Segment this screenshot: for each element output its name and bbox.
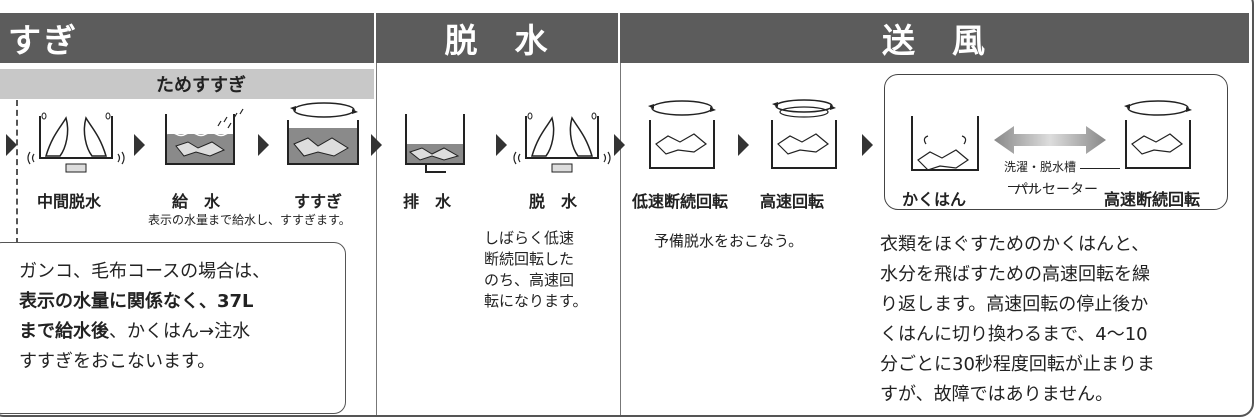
note-line: 表示の水量に関係なく、37L (19, 287, 345, 317)
desc-line: 衣類をほぐすためのかくはんと、 (880, 234, 1150, 255)
spin-description: しばらく低速 断続回転した のち、高速回 転になります。 (484, 228, 588, 312)
stirring-tub-icon (911, 116, 979, 171)
desc-line: のち、高速回 (484, 271, 575, 289)
header-separator (618, 13, 620, 63)
desc-line: 水分を飛ばすための高速回転を繰 (880, 264, 1150, 285)
leader-line (1008, 186, 1038, 187)
header-separator (374, 13, 376, 63)
note-box: ガンコ、毛布コースの場合は、 表示の水量に関係なく、37L まで給水後、かくはん… (0, 242, 346, 414)
water-note: 表示の水量まで給水し、すすぎます。 (148, 213, 351, 227)
header-rinse-label: すぎ (8, 21, 78, 60)
flow-arrow-icon (258, 134, 269, 156)
spinning-tub-icon (513, 112, 611, 173)
dashed-divider (16, 100, 18, 244)
label-stir: かくはん (902, 190, 967, 209)
label-spin: 脱 水 (529, 192, 578, 211)
flow-arrow-icon (371, 134, 382, 156)
flow-arrow-icon (6, 134, 17, 156)
header-spin-label: 脱 水 (444, 21, 550, 60)
label-high-speed: 高速回転 (760, 192, 825, 211)
header-air: 送 風 (620, 13, 1249, 63)
drain-tub-icon (405, 114, 465, 173)
tub-label: 洗濯・脱水槽 (1004, 160, 1077, 174)
spinning-tub-icon (27, 112, 125, 173)
label-low-speed: 低速断続回転 (632, 192, 729, 211)
label-drain: 排 水 (403, 192, 452, 211)
desc-line: 分ごとに30秒程度回転が止まりま (880, 354, 1155, 375)
header-rinse: すぎ (0, 13, 374, 63)
air-cycle-box (884, 74, 1228, 210)
rotating-tub-icon (771, 99, 837, 169)
pulsator-label: パルセーター (1014, 182, 1098, 198)
desc-line: しばらく低速 (484, 229, 575, 247)
leader-line (1080, 168, 1120, 169)
desc-line: 転になります。 (484, 292, 588, 310)
subheader-label: ためすすぎ (156, 75, 246, 96)
rinse-tub-icon (287, 102, 359, 165)
flow-arrow-icon (862, 134, 873, 156)
note-line: まで給水後、かくはん→注水 (19, 317, 345, 347)
desc-line: くはんに切り換わるまで、4〜10 (880, 324, 1148, 345)
note-emphasis: 表示の水量に関係なく、37L (19, 291, 254, 312)
label-rinse: すすぎ (294, 192, 343, 211)
desc-line: 断続回転した (484, 250, 575, 268)
water-supply-tub-icon (165, 108, 244, 165)
double-arrow-icon (994, 126, 1106, 154)
header-spin: 脱 水 (376, 13, 618, 63)
column-divider (376, 63, 377, 415)
column-divider (620, 63, 621, 415)
note-line: すすぎをおこないます。 (19, 351, 216, 372)
desc-line: すが、故障ではありません。 (880, 384, 1114, 405)
flow-arrow-icon (738, 134, 749, 156)
note-emphasis: まで給水後 (19, 321, 109, 342)
note-line: ガンコ、毛布コースの場合は、 (19, 261, 271, 282)
subheader-bar: ためすすぎ (0, 69, 374, 99)
flow-arrow-icon (134, 134, 145, 156)
desc-line: り返します。高速回転の停止後か (880, 294, 1149, 315)
air-description: 衣類をほぐすためのかくはんと、 水分を飛ばすための高速回転を繰 り返します。高速… (880, 230, 1155, 410)
rotating-tub-icon (1124, 100, 1192, 169)
label-mid-spin: 中間脱水 (37, 192, 102, 211)
label-water-supply: 給 水 (172, 192, 221, 211)
flow-arrow-icon (496, 134, 507, 156)
rotating-tub-icon (648, 100, 716, 169)
pre-spin-description: 予備脱水をおこなう。 (654, 232, 804, 250)
flow-arrow-icon (614, 134, 625, 156)
header-air-label: 送 風 (882, 21, 987, 60)
label-high-speed-interval: 高速断続回転 (1104, 190, 1201, 209)
note-text: 、かくはん→注水 (109, 321, 251, 342)
